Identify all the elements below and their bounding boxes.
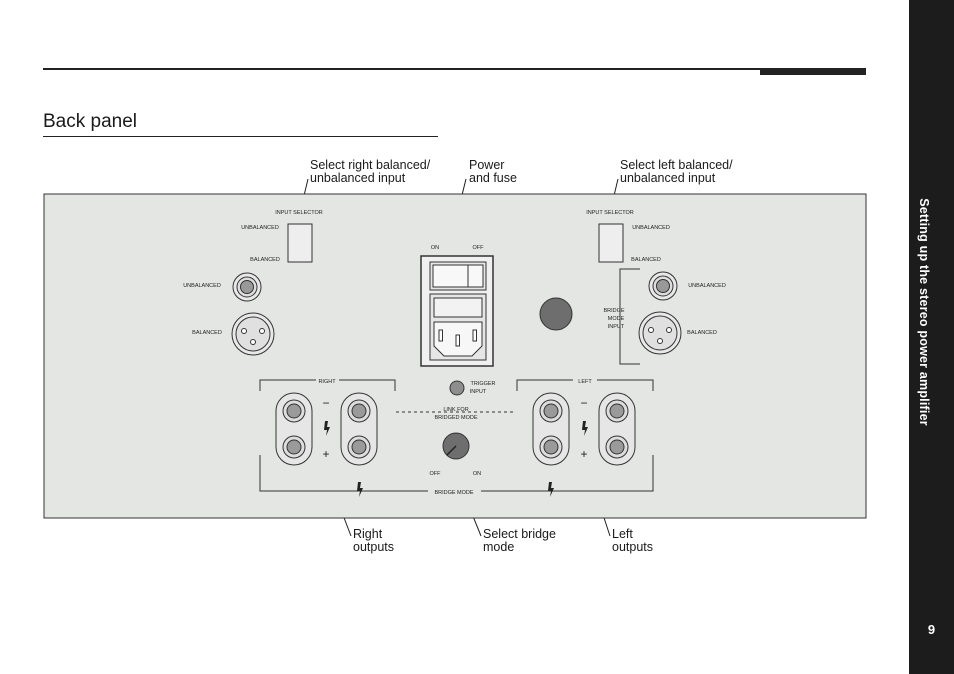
- lightning-icon: [324, 421, 330, 436]
- callout-select-bridge: Select bridge mode: [483, 527, 556, 554]
- page-title: Back panel: [43, 111, 138, 132]
- callout-right-outputs: Right outputs: [353, 527, 395, 554]
- right-group-bracket-right: [339, 379, 396, 391]
- unbalanced-label-right-jack: UNBALANCED: [183, 283, 221, 289]
- left-input-selector-switch[interactable]: [598, 223, 624, 263]
- link-label-1: LINK FOR: [443, 407, 468, 413]
- left-minus-sign: −: [580, 396, 587, 410]
- trigger-input-label-2: INPUT: [470, 389, 487, 395]
- balanced-label-right-jack: BALANCED: [192, 330, 222, 336]
- left-output-terminals-a[interactable]: [532, 392, 570, 466]
- trigger-input-jack[interactable]: [449, 380, 465, 396]
- bridge-mode-input-jack[interactable]: [539, 297, 573, 331]
- bridge-mode-input-label-2: MODE: [608, 316, 625, 322]
- lightning-icon: [357, 482, 363, 497]
- callout-select-right: Select right balanced/ unbalanced input: [310, 158, 431, 185]
- lightning-icon: [548, 482, 554, 497]
- left-group-label: LEFT: [578, 379, 592, 385]
- page-number: 9: [927, 622, 936, 637]
- power-and-fuse-module: [420, 255, 494, 367]
- lightning-icons: [324, 421, 588, 497]
- right-group-label: RIGHT: [318, 379, 336, 385]
- callout-select-left: Select left balanced/ unbalanced input: [620, 158, 733, 185]
- left-output-terminals-b[interactable]: [598, 392, 636, 466]
- left-unbalanced-jack[interactable]: [648, 271, 678, 301]
- left-balanced-xlr-jack[interactable]: [638, 311, 682, 355]
- off-label: OFF: [473, 245, 485, 251]
- lightning-icon: [582, 421, 588, 436]
- bridge-bracket-left: [259, 455, 428, 492]
- balanced-label-left-jack: BALANCED: [687, 330, 717, 336]
- fuse-holder[interactable]: [433, 297, 483, 318]
- left-plus-sign: +: [580, 447, 587, 461]
- right-unbalanced-jack[interactable]: [232, 272, 262, 302]
- bridge-mode-input-label-1: BRIDGE: [603, 308, 624, 314]
- bridge-mode-label: BRIDGE MODE: [434, 490, 473, 496]
- top-rule: [43, 68, 866, 70]
- unbalanced-label-right-switch: UNBALANCED: [241, 225, 279, 231]
- input-selector-label-left: INPUT SELECTOR: [586, 210, 634, 216]
- right-plus-sign: +: [322, 447, 329, 461]
- bridge-mode-input-label-3: INPUT: [608, 324, 625, 330]
- link-label-2: BRIDGED MODE: [434, 415, 477, 421]
- unbalanced-label-left-jack: UNBALANCED: [688, 283, 726, 289]
- callout-power: Power and fuse: [469, 158, 517, 185]
- input-selector-label-right: INPUT SELECTOR: [275, 210, 323, 216]
- unbalanced-label-left-switch: UNBALANCED: [632, 225, 670, 231]
- left-group-bracket-right: [597, 379, 654, 391]
- left-group-bracket-left: [516, 379, 573, 391]
- trigger-input-label-1: TRIGGER: [470, 381, 495, 387]
- bridge-bracket-right: [481, 455, 654, 492]
- balanced-label-left-switch: BALANCED: [631, 257, 661, 263]
- callout-left-outputs: Left outputs: [612, 527, 654, 554]
- on-label: ON: [431, 245, 439, 251]
- balanced-label-right-switch: BALANCED: [250, 257, 280, 263]
- bridge-mode-selector-knob[interactable]: [442, 432, 470, 460]
- right-minus-sign: −: [322, 396, 329, 410]
- right-output-terminals-a[interactable]: [275, 392, 313, 466]
- title-underline: [43, 136, 438, 137]
- section-sidebar: Setting up the stereo power amplifier 9: [909, 0, 954, 674]
- bridge-on-label: ON: [473, 471, 481, 477]
- right-output-terminals-b[interactable]: [340, 392, 378, 466]
- bridge-mode-input-bracket: [619, 268, 640, 365]
- bridge-off-label: OFF: [430, 471, 442, 477]
- power-switch[interactable]: [432, 264, 484, 288]
- section-title: Setting up the stereo power amplifier: [917, 198, 931, 426]
- right-group-bracket-left: [259, 379, 316, 391]
- top-rule-accent: [760, 68, 866, 75]
- right-input-selector-switch[interactable]: [287, 223, 313, 263]
- right-balanced-xlr-jack[interactable]: [231, 312, 275, 356]
